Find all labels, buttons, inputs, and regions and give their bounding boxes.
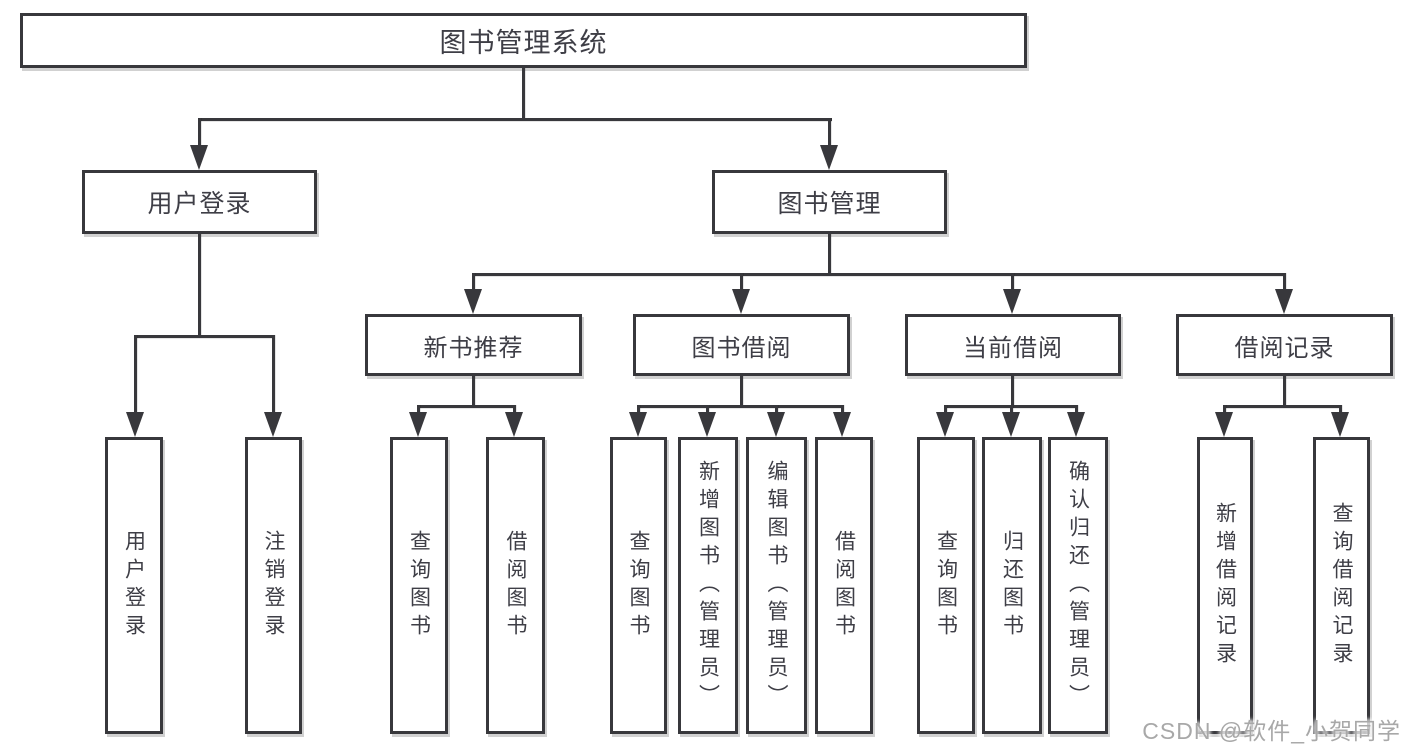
arrow-down-icon [190, 145, 208, 170]
node-label: 编辑图书（管理员） [765, 459, 788, 712]
connector-line [522, 68, 525, 118]
arrow-down-icon [1067, 412, 1085, 437]
node-cb-confirm-return-admin: 确认归还（管理员） [1048, 437, 1108, 734]
node-bb-borrow-books: 借阅图书 [815, 437, 873, 734]
arrow-down-icon [1002, 412, 1020, 437]
node-label: 图书管理 [777, 190, 882, 218]
arrow-down-icon [1331, 412, 1349, 437]
connector-line [841, 405, 844, 414]
arrow-down-icon [1003, 289, 1021, 314]
node-bb-edit-books-admin: 编辑图书（管理员） [746, 437, 807, 734]
node-borrow-records: 借阅记录 [1176, 314, 1393, 376]
node-bb-add-books-admin: 新增图书（管理员） [678, 437, 738, 734]
node-label: 查询图书 [627, 529, 650, 642]
connector-line [828, 234, 831, 273]
connector-line [740, 376, 743, 406]
connector-line [706, 405, 709, 414]
node-label: 查询图书 [407, 529, 431, 642]
connector-line [272, 335, 275, 414]
node-book-management: 图书管理 [712, 170, 947, 234]
connector-line [198, 234, 201, 335]
connector-line [637, 405, 844, 408]
arrow-down-icon [409, 412, 427, 437]
connector-line [417, 405, 516, 408]
node-label: 查询借阅记录 [1330, 501, 1353, 670]
connector-line [1223, 405, 1226, 414]
connector-line [134, 335, 275, 338]
connector-line [472, 273, 1286, 276]
connector-line [1283, 376, 1286, 406]
node-label: 新增图书（管理员） [696, 459, 720, 712]
node-label: 用户登录 [122, 529, 146, 642]
node-library-system: 图书管理系统 [20, 13, 1027, 68]
connector-line [1223, 405, 1342, 408]
connector-line [775, 405, 778, 414]
connector-line [513, 405, 516, 414]
arrow-down-icon [833, 412, 851, 437]
arrow-down-icon [1275, 289, 1293, 314]
watermark: CSDN @软件_小贺同学 [1142, 718, 1401, 744]
node-label: 用户登录 [147, 190, 252, 218]
node-current-borrow: 当前借阅 [905, 314, 1121, 376]
node-label: 归还图书 [1000, 529, 1024, 642]
connector-line [1011, 376, 1014, 406]
arrow-down-icon [464, 289, 482, 314]
connector-line [134, 335, 137, 414]
node-label: 注销登录 [262, 529, 285, 642]
arrow-down-icon [936, 412, 954, 437]
arrow-down-icon [629, 412, 647, 437]
node-br-add-record: 新增借阅记录 [1197, 437, 1253, 734]
node-nb-borrow-books: 借阅图书 [486, 437, 545, 734]
arrow-down-icon [767, 412, 785, 437]
node-label: 图书借阅 [691, 334, 792, 362]
arrow-down-icon [505, 412, 523, 437]
node-new-book-recommend: 新书推荐 [365, 314, 582, 376]
arrow-down-icon [732, 289, 750, 314]
node-br-query-record: 查询借阅记录 [1313, 437, 1370, 734]
connector-line [417, 405, 420, 414]
arrow-down-icon [698, 412, 716, 437]
arrow-down-icon [264, 412, 282, 437]
node-nb-query-books: 查询图书 [390, 437, 448, 734]
connector-line [1010, 405, 1013, 414]
node-cb-return-books: 归还图书 [982, 437, 1042, 734]
node-bb-query-books: 查询图书 [610, 437, 667, 734]
node-label: 借阅图书 [504, 529, 527, 642]
arrow-down-icon [1215, 412, 1233, 437]
connector-line [1339, 405, 1342, 414]
node-user-login: 用户登录 [82, 170, 317, 234]
connector-line [828, 118, 831, 148]
connector-line [1075, 405, 1078, 414]
node-logout: 注销登录 [245, 437, 302, 734]
node-label: 图书管理系统 [439, 28, 608, 58]
connector-line [198, 118, 201, 148]
connector-line [637, 405, 640, 414]
connector-line [198, 118, 832, 121]
node-label: 确认归还（管理员） [1066, 459, 1090, 712]
connector-line [472, 376, 475, 406]
node-user-login-action: 用户登录 [105, 437, 163, 734]
node-label: 借阅图书 [832, 529, 856, 642]
node-book-borrow: 图书借阅 [633, 314, 850, 376]
connector-line [740, 273, 743, 291]
arrow-down-icon [126, 412, 144, 437]
node-label: 当前借阅 [963, 334, 1063, 362]
node-label: 新增借阅记录 [1213, 501, 1237, 670]
node-label: 新书推荐 [423, 334, 524, 362]
connector-line [1011, 273, 1014, 291]
arrow-down-icon [820, 145, 838, 170]
node-label: 查询图书 [934, 529, 958, 642]
connector-line [944, 405, 947, 414]
connector-line [1283, 273, 1286, 291]
node-label: 借阅记录 [1234, 334, 1335, 362]
connector-line [472, 273, 475, 291]
node-cb-query-books: 查询图书 [917, 437, 975, 734]
